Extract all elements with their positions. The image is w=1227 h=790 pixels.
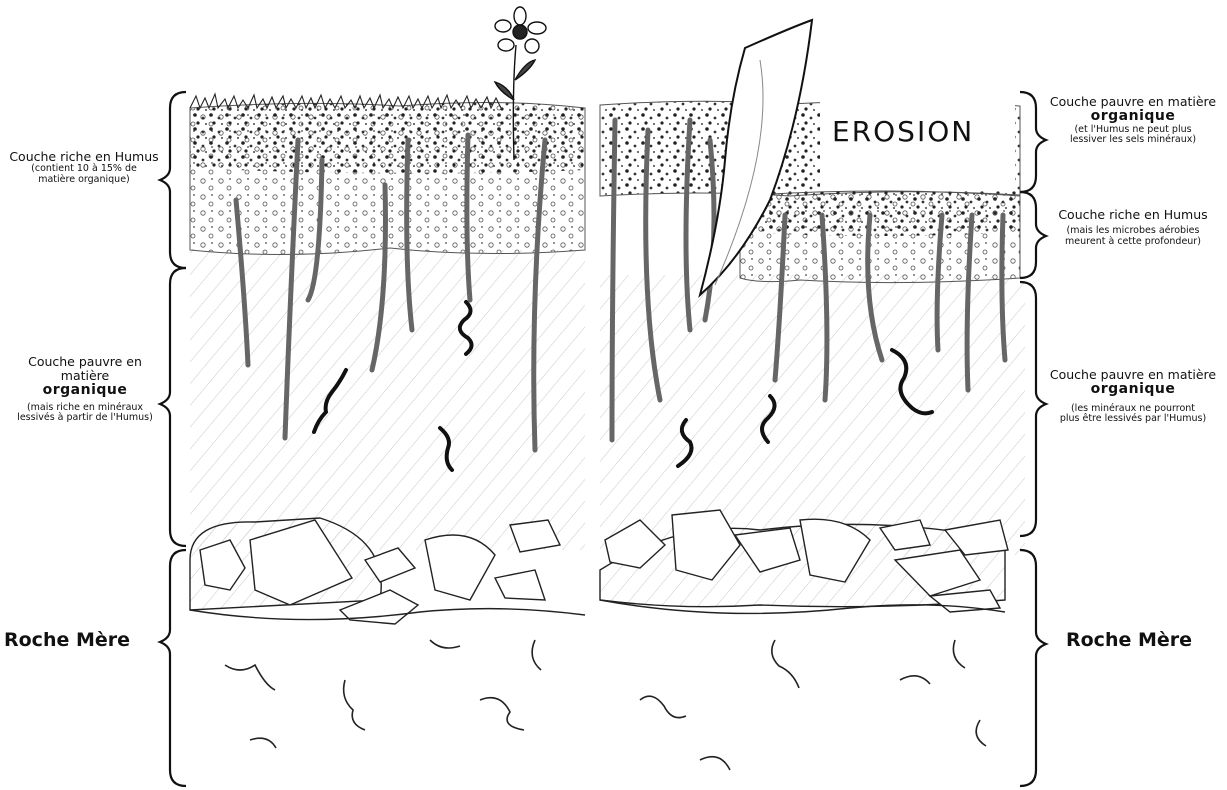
left-humus-label: Couche riche en Humus (contient 10 à 15%… [4, 150, 164, 185]
right-subsoil-title-bold: organique [1044, 382, 1222, 398]
left-subsoil-note-2: lessivés à partir de l'Humus) [2, 413, 168, 424]
right-bedrock-cracks [640, 640, 986, 770]
left-bedrock-cracks [225, 640, 541, 748]
right-humus-title: Couche riche en Humus [1044, 208, 1222, 222]
right-top-label: Couche pauvre en matière organique (et l… [1044, 95, 1222, 146]
left-bedrock-text: Roche Mère [4, 629, 130, 651]
left-subsoil-title-bold: organique [2, 383, 168, 399]
erosion-label: EROSION [832, 115, 974, 148]
right-humus-note-2: meurent à cette profondeur) [1044, 237, 1222, 248]
left-humus-note-2: matière organique) [4, 175, 164, 186]
left-humus-title: Couche riche en Humus [4, 150, 164, 164]
right-bedrock-label: Roche Mère [1066, 630, 1216, 651]
left-bedrock-label: Roche Mère [4, 630, 154, 651]
left-soil-profile [190, 7, 585, 748]
right-subsoil-note-2: plus être lessivés par l'Humus) [1044, 414, 1222, 425]
left-subsoil-title: Couche pauvre en matière [2, 355, 168, 383]
right-top-title-bold: organique [1044, 109, 1222, 125]
left-subsoil-label: Couche pauvre en matière organique (mais… [2, 355, 168, 424]
right-subsoil-label: Couche pauvre en matière organique (les … [1044, 368, 1222, 425]
right-bedrock-text: Roche Mère [1066, 629, 1192, 651]
left-braces [160, 92, 186, 786]
right-top-note-2: lessiver les sels minéraux) [1044, 135, 1222, 146]
right-humus-label: Couche riche en Humus (mais les microbes… [1044, 208, 1222, 247]
left-subsoil-layer [190, 250, 585, 550]
right-subsoil-title: Couche pauvre en matière [1044, 368, 1222, 382]
right-subsoil-layer [600, 275, 1025, 555]
right-top-title: Couche pauvre en matière [1044, 95, 1222, 109]
